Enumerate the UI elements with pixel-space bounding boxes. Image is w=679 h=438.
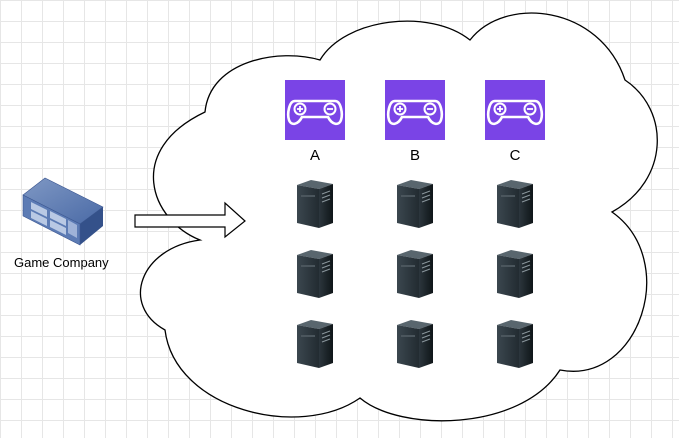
server-rack-icon [22,177,104,246]
game-label-c: C [509,147,521,164]
game-label-b: B [409,147,420,164]
tower-server-icon [397,250,433,298]
tower-server-icon [297,320,333,368]
tower-server-icon [297,250,333,298]
tower-server-icon [297,180,333,228]
tower-server-icon [497,250,533,298]
tower-server-icon [397,180,433,228]
block-arrow-right [134,201,246,239]
game-c-gamepad-icon [485,80,545,140]
tower-server-icon [497,180,533,228]
game-a-gamepad-icon [285,80,345,140]
game-company-label: Game Company [14,255,109,270]
tower-server-icon [497,320,533,368]
tower-server-icon [397,320,433,368]
game-label-a: A [309,147,320,164]
game-b-gamepad-icon [385,80,445,140]
